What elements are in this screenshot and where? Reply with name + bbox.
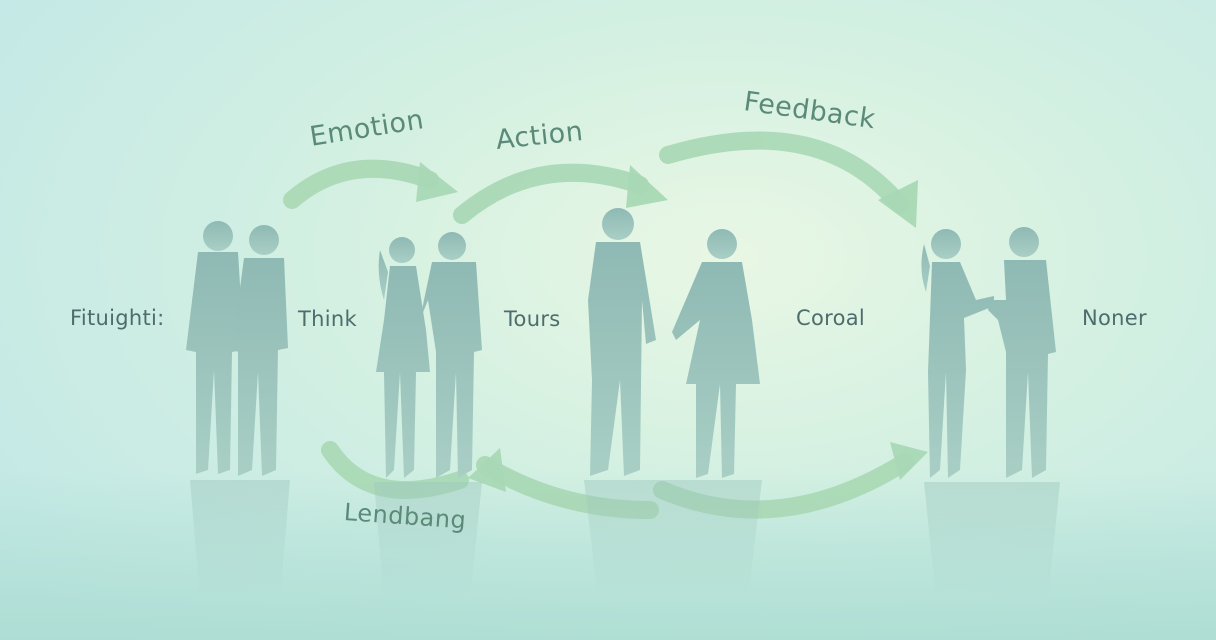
return-arrowhead xyxy=(468,448,506,492)
feedback-arrow xyxy=(659,131,909,214)
forward-arrowhead xyxy=(890,442,928,480)
figure-group-4 xyxy=(921,227,1056,478)
think-label: Think xyxy=(298,307,357,331)
coroal-label: Coroal xyxy=(796,306,866,330)
emotion-arrow xyxy=(283,159,439,209)
action-arrowhead xyxy=(626,165,668,208)
fituighti-label: Fituighti: xyxy=(70,306,165,330)
figure-group-3 xyxy=(588,208,760,478)
tours-label: Tours xyxy=(504,307,561,331)
feedback-arrowhead xyxy=(878,180,918,228)
noner-label: Noner xyxy=(1082,306,1147,330)
action-arrow xyxy=(453,163,649,224)
emotion-arrowhead xyxy=(416,162,458,202)
figure-group-2 xyxy=(376,232,482,478)
figure-group-1 xyxy=(186,221,288,476)
